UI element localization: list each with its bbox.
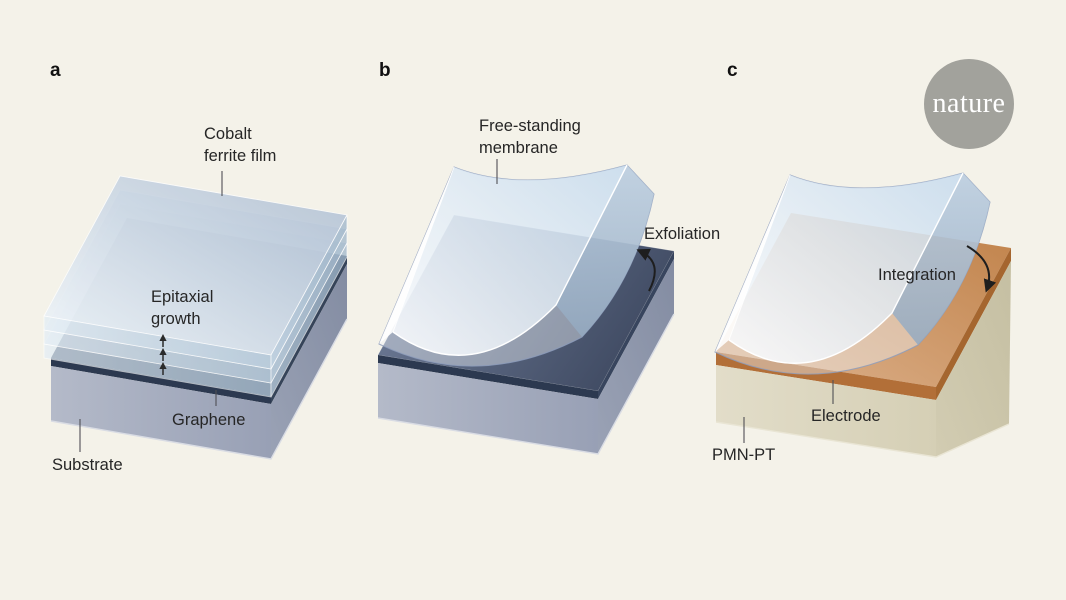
cobalt-ferrite-film-label: Cobalt ferrite film	[204, 125, 277, 165]
panel-c-letter: c	[727, 60, 738, 81]
nature-logo-text: nature	[932, 88, 1006, 119]
pmnpt-label: PMN-PT	[712, 446, 776, 464]
panel-b-membrane	[378, 164, 655, 367]
panel-a-film-stack	[43, 175, 348, 398]
exfoliation-label: Exfoliation	[644, 225, 721, 243]
growth-arrows	[159, 334, 167, 375]
substrate-label: Substrate	[52, 456, 123, 474]
panel-a-letter: a	[50, 60, 61, 81]
leader-lines	[79, 159, 834, 452]
graphene-label: Graphene	[172, 411, 246, 429]
integration-label: Integration	[878, 266, 956, 284]
epitaxial-growth-label: Epitaxial growth	[151, 288, 214, 328]
panel-c-membrane	[714, 172, 991, 375]
nature-logo: nature	[924, 59, 1014, 149]
integration-arrow	[966, 245, 997, 293]
free-standing-membrane-label: Free-standing membrane	[479, 117, 581, 157]
exfoliation-arrow	[636, 248, 656, 292]
electrode-label: Electrode	[811, 407, 881, 425]
panel-b-letter: b	[379, 60, 391, 81]
